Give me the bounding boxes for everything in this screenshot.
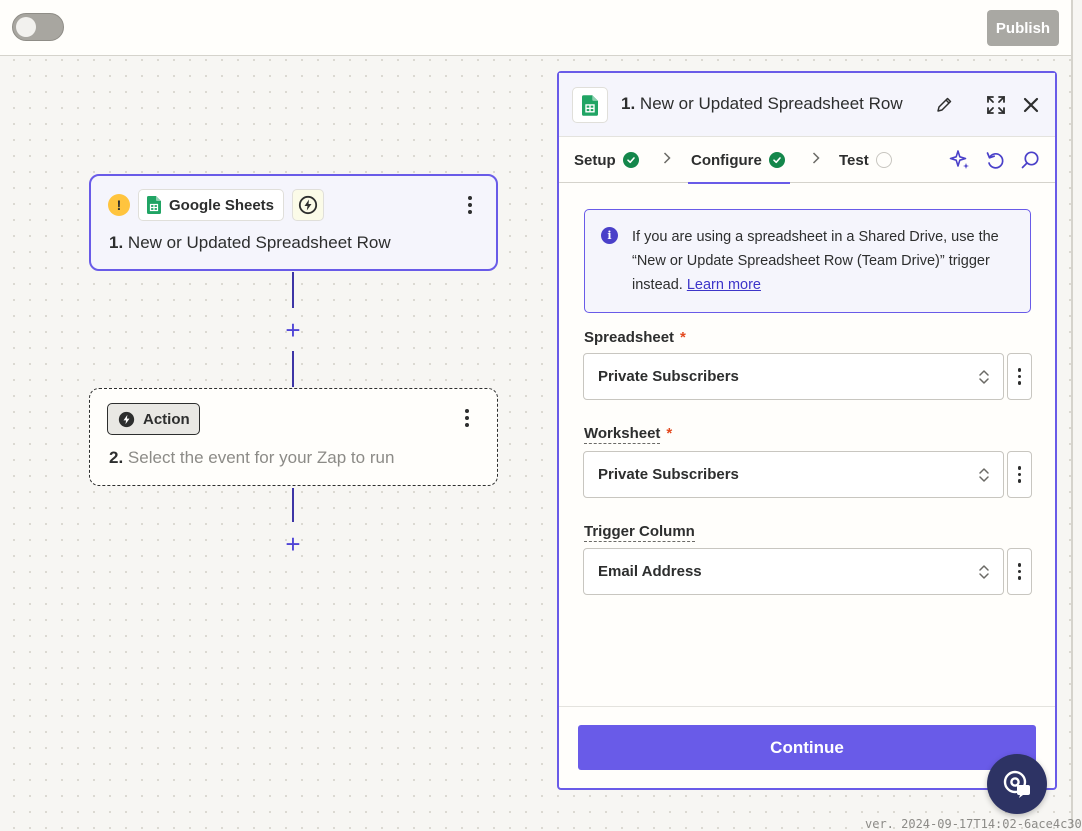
spreadsheet-label: Spreadsheet* [584,329,686,346]
worksheet-label: Worksheet* [584,425,673,444]
action-chip-label: Action [143,410,190,428]
action-chip: Action [107,403,200,435]
publish-button[interactable]: Publish [987,10,1059,46]
close-icon[interactable] [1022,96,1040,114]
action-step-card[interactable]: Action 2. Select the event for your Zap … [89,388,498,486]
google-sheets-icon [582,94,598,116]
zap-on-off-toggle[interactable] [12,13,64,41]
tab-setup[interactable]: Setup [574,137,639,183]
action-more-options-icon[interactable] [457,404,477,432]
connector-line [292,488,294,522]
add-step-plus-icon[interactable]: + [285,529,301,559]
support-chat-icon [1003,770,1030,798]
trigger-column-label: Trigger Column [584,523,695,542]
search-icon[interactable] [1019,149,1041,171]
trigger-column-select[interactable]: Email Address [583,548,1004,595]
action-step-placeholder: 2. Select the event for your Zap to run [109,448,395,467]
trigger-more-options-icon[interactable] [460,191,480,219]
top-bar: Publish [0,0,1073,56]
panel-title: 1. New or Updated Spreadsheet Row [621,94,903,113]
continue-button[interactable]: Continue [578,725,1036,770]
select-chevrons-icon [979,370,989,384]
right-edge-divider [1071,0,1073,827]
worksheet-select[interactable]: Private Subscribers [583,451,1004,498]
spreadsheet-select[interactable]: Private Subscribers [583,353,1004,400]
info-icon: i [601,227,618,244]
trigger-step-title: 1. New or Updated Spreadsheet Row [109,233,391,252]
expand-icon[interactable] [986,95,1006,115]
chevron-right-icon [812,151,820,168]
select-chevrons-icon [979,468,989,482]
chevron-right-icon [663,151,671,168]
info-message: If you are using a spreadsheet in a Shar… [632,229,999,293]
connector-line [292,351,294,387]
help-chat-button[interactable] [987,754,1047,814]
spreadsheet-field-options-icon[interactable] [1007,353,1032,400]
undo-icon[interactable] [984,149,1006,171]
add-step-plus-icon[interactable]: + [285,315,301,345]
step-editor-panel: 1. New or Updated Spreadsheet Row Setup [557,71,1057,790]
warning-icon: ! [108,194,130,216]
edit-title-pencil-icon[interactable] [936,96,953,113]
shared-drive-info-alert: i If you are using a spreadsheet in a Sh… [584,209,1031,313]
version-string: ver. 2024-09-17T14:02-6ace4c30 [865,817,1082,831]
bolt-icon [298,195,318,215]
google-sheets-app-icon [572,87,608,123]
trigger-step-card[interactable]: ! Google Sheets 1. New or Updated Spread… [89,174,498,271]
bolt-icon [118,411,135,427]
tab-configure[interactable]: Configure [688,137,790,184]
check-icon [768,152,785,168]
toggle-knob [16,17,36,37]
trigger-column-field-options-icon[interactable] [1007,548,1032,595]
tab-test[interactable]: Test [839,137,892,183]
app-name: Google Sheets [169,196,275,214]
footer-divider [559,706,1055,707]
app-chip-google-sheets: Google Sheets [138,189,285,221]
panel-header: 1. New or Updated Spreadsheet Row [559,73,1055,137]
connector-line [292,272,294,308]
select-chevrons-icon [979,565,989,579]
learn-more-link[interactable]: Learn more [686,277,761,293]
check-icon [622,152,639,168]
trigger-type-chip [292,189,324,221]
worksheet-field-options-icon[interactable] [1007,451,1032,498]
sparkle-ai-icon[interactable] [949,149,971,171]
google-sheets-icon [147,196,161,214]
step-tabs: Setup Configure Test [559,137,1055,184]
pending-status-icon [875,152,892,168]
